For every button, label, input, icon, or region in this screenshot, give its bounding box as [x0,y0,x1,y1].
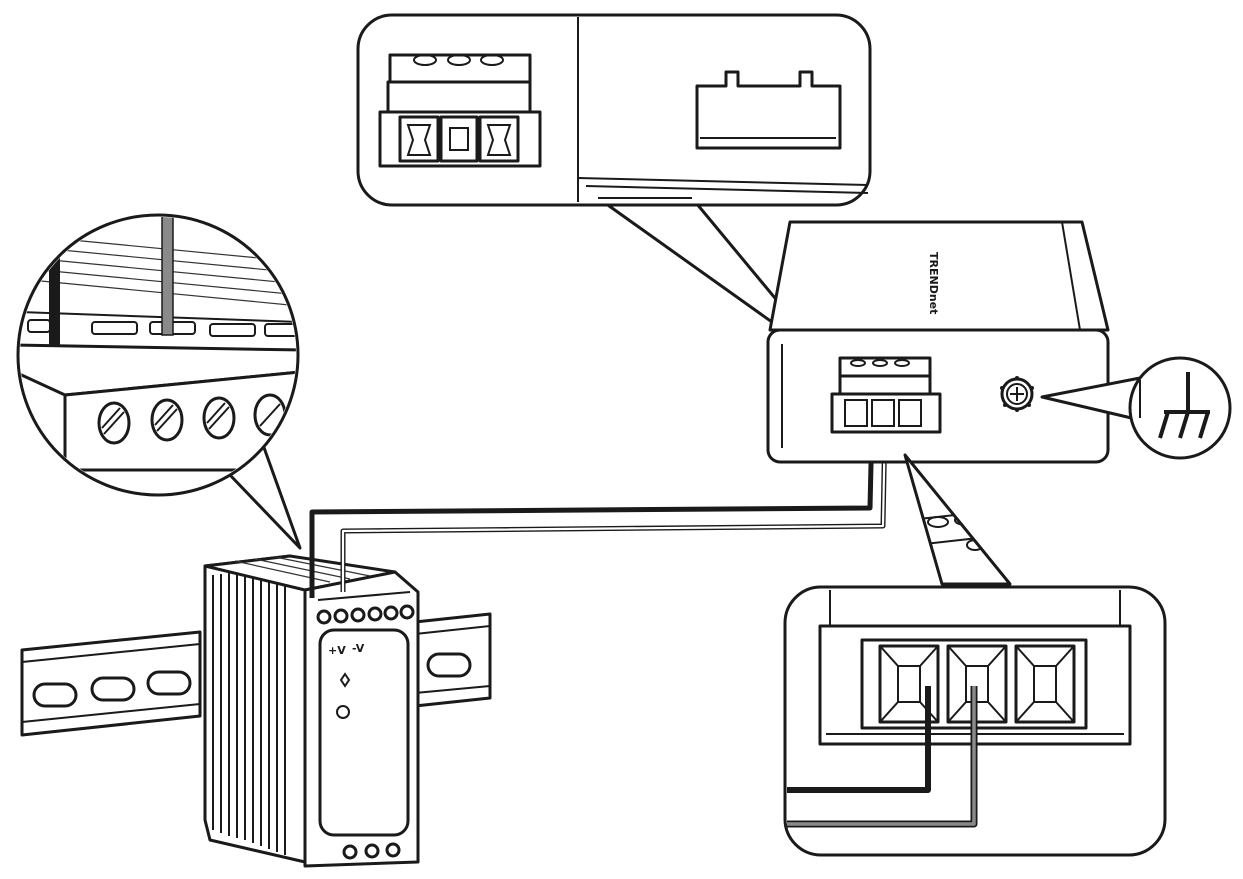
din-rail-icon [20,612,492,737]
device-connector-zoom-callout [356,13,872,364]
power-supply-top-terminals [316,591,415,625]
screw-terminal-icon [378,53,542,168]
minus-v-label: -V [352,642,365,655]
poe-device-body: TRENDnet [766,220,1110,464]
ground-symbol-icon [1158,372,1210,439]
power-supply-terminal-zoom-callout [16,213,302,550]
din-rail-power-supply-icon: +V -V [203,554,420,868]
ground-symbol-callout [1040,356,1232,460]
plus-v-label: +V [328,644,346,657]
ground-screw-icon [1000,376,1034,412]
wiring [309,419,888,598]
device-brand-label: TRENDnet [927,252,940,314]
device-screw-terminal [830,356,942,434]
device-wiring-zoom-callout [783,453,1167,857]
